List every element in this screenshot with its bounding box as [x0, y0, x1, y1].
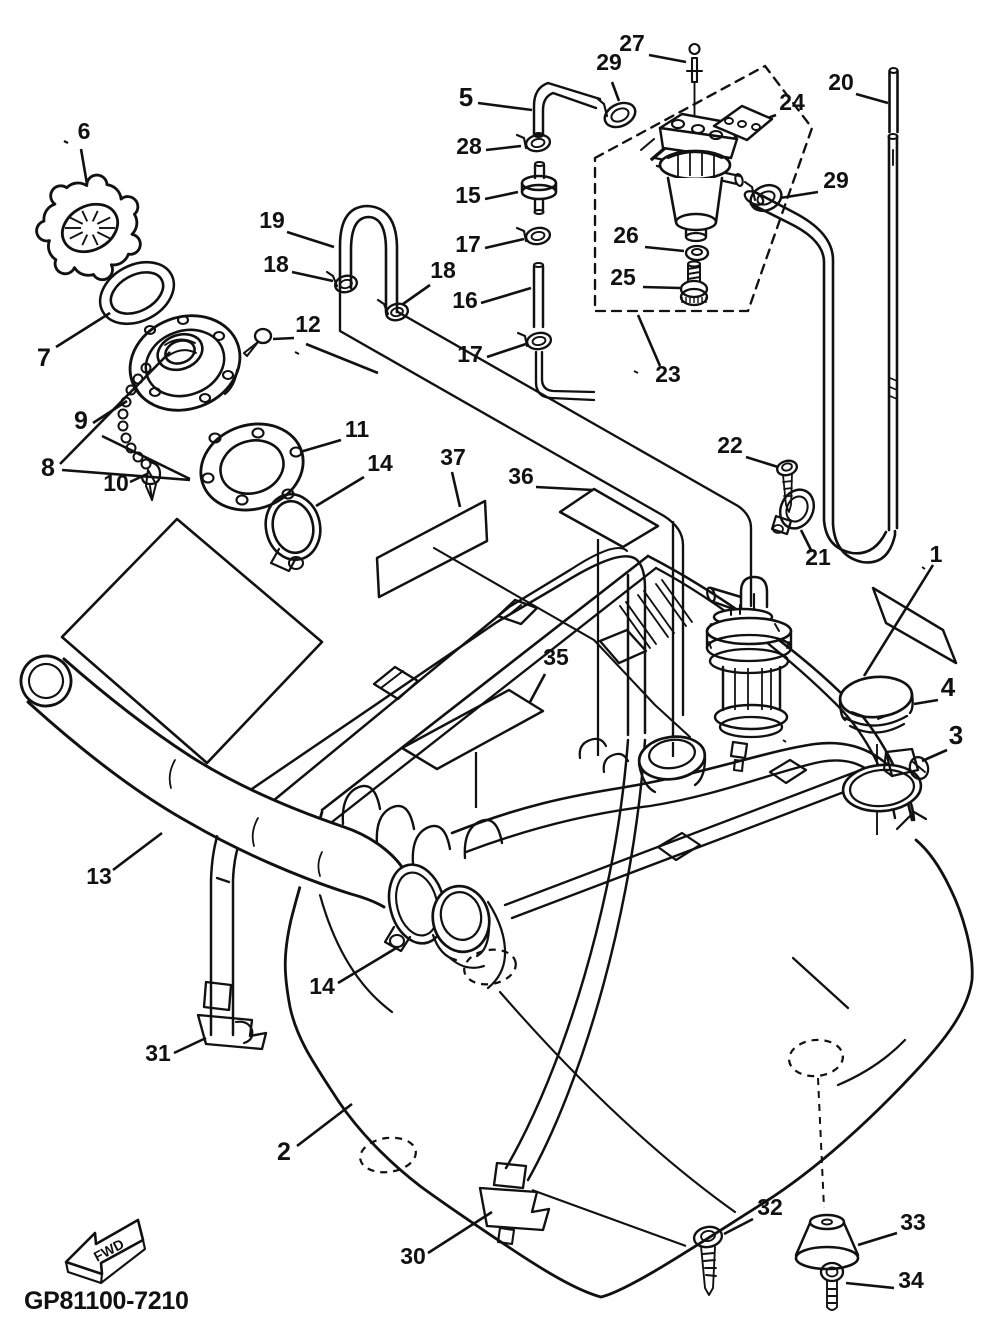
svg-text:34: 34: [898, 1267, 924, 1293]
svg-text:18: 18: [263, 251, 289, 277]
svg-text:24: 24: [779, 89, 805, 115]
svg-text:29: 29: [596, 49, 622, 75]
svg-text:37: 37: [440, 444, 466, 470]
svg-text:2: 2: [277, 1138, 291, 1166]
svg-text:26: 26: [613, 222, 639, 248]
svg-text:11: 11: [345, 416, 370, 442]
svg-text:22: 22: [717, 432, 743, 458]
svg-text:36: 36: [508, 463, 534, 489]
svg-text:1: 1: [930, 541, 943, 567]
svg-text:13: 13: [86, 863, 112, 889]
svg-text:30: 30: [400, 1243, 426, 1269]
svg-text:8: 8: [41, 454, 55, 482]
svg-text:4: 4: [941, 672, 956, 702]
svg-text:32: 32: [757, 1194, 783, 1220]
svg-text:6: 6: [78, 118, 91, 144]
svg-text:16: 16: [452, 287, 478, 313]
svg-text:20: 20: [828, 69, 854, 95]
svg-text:15: 15: [455, 182, 481, 208]
svg-text:GP81100-7210: GP81100-7210: [24, 1287, 189, 1315]
svg-text:33: 33: [900, 1209, 926, 1235]
svg-text:17: 17: [457, 341, 483, 367]
svg-text:31: 31: [145, 1040, 171, 1066]
svg-text:10: 10: [103, 470, 129, 496]
svg-text:29: 29: [823, 167, 849, 193]
svg-text:9: 9: [74, 407, 88, 435]
svg-text:18: 18: [430, 257, 456, 283]
svg-text:5: 5: [459, 82, 473, 112]
svg-text:17: 17: [455, 231, 481, 257]
svg-text:14: 14: [309, 973, 335, 999]
svg-text:19: 19: [259, 207, 285, 233]
svg-text:25: 25: [610, 264, 636, 290]
svg-text:28: 28: [456, 133, 482, 159]
svg-text:27: 27: [619, 30, 645, 56]
svg-text:35: 35: [543, 644, 569, 670]
svg-text:12: 12: [295, 311, 321, 337]
svg-text:3: 3: [949, 720, 963, 750]
svg-text:14: 14: [367, 450, 393, 476]
svg-text:7: 7: [37, 344, 51, 372]
